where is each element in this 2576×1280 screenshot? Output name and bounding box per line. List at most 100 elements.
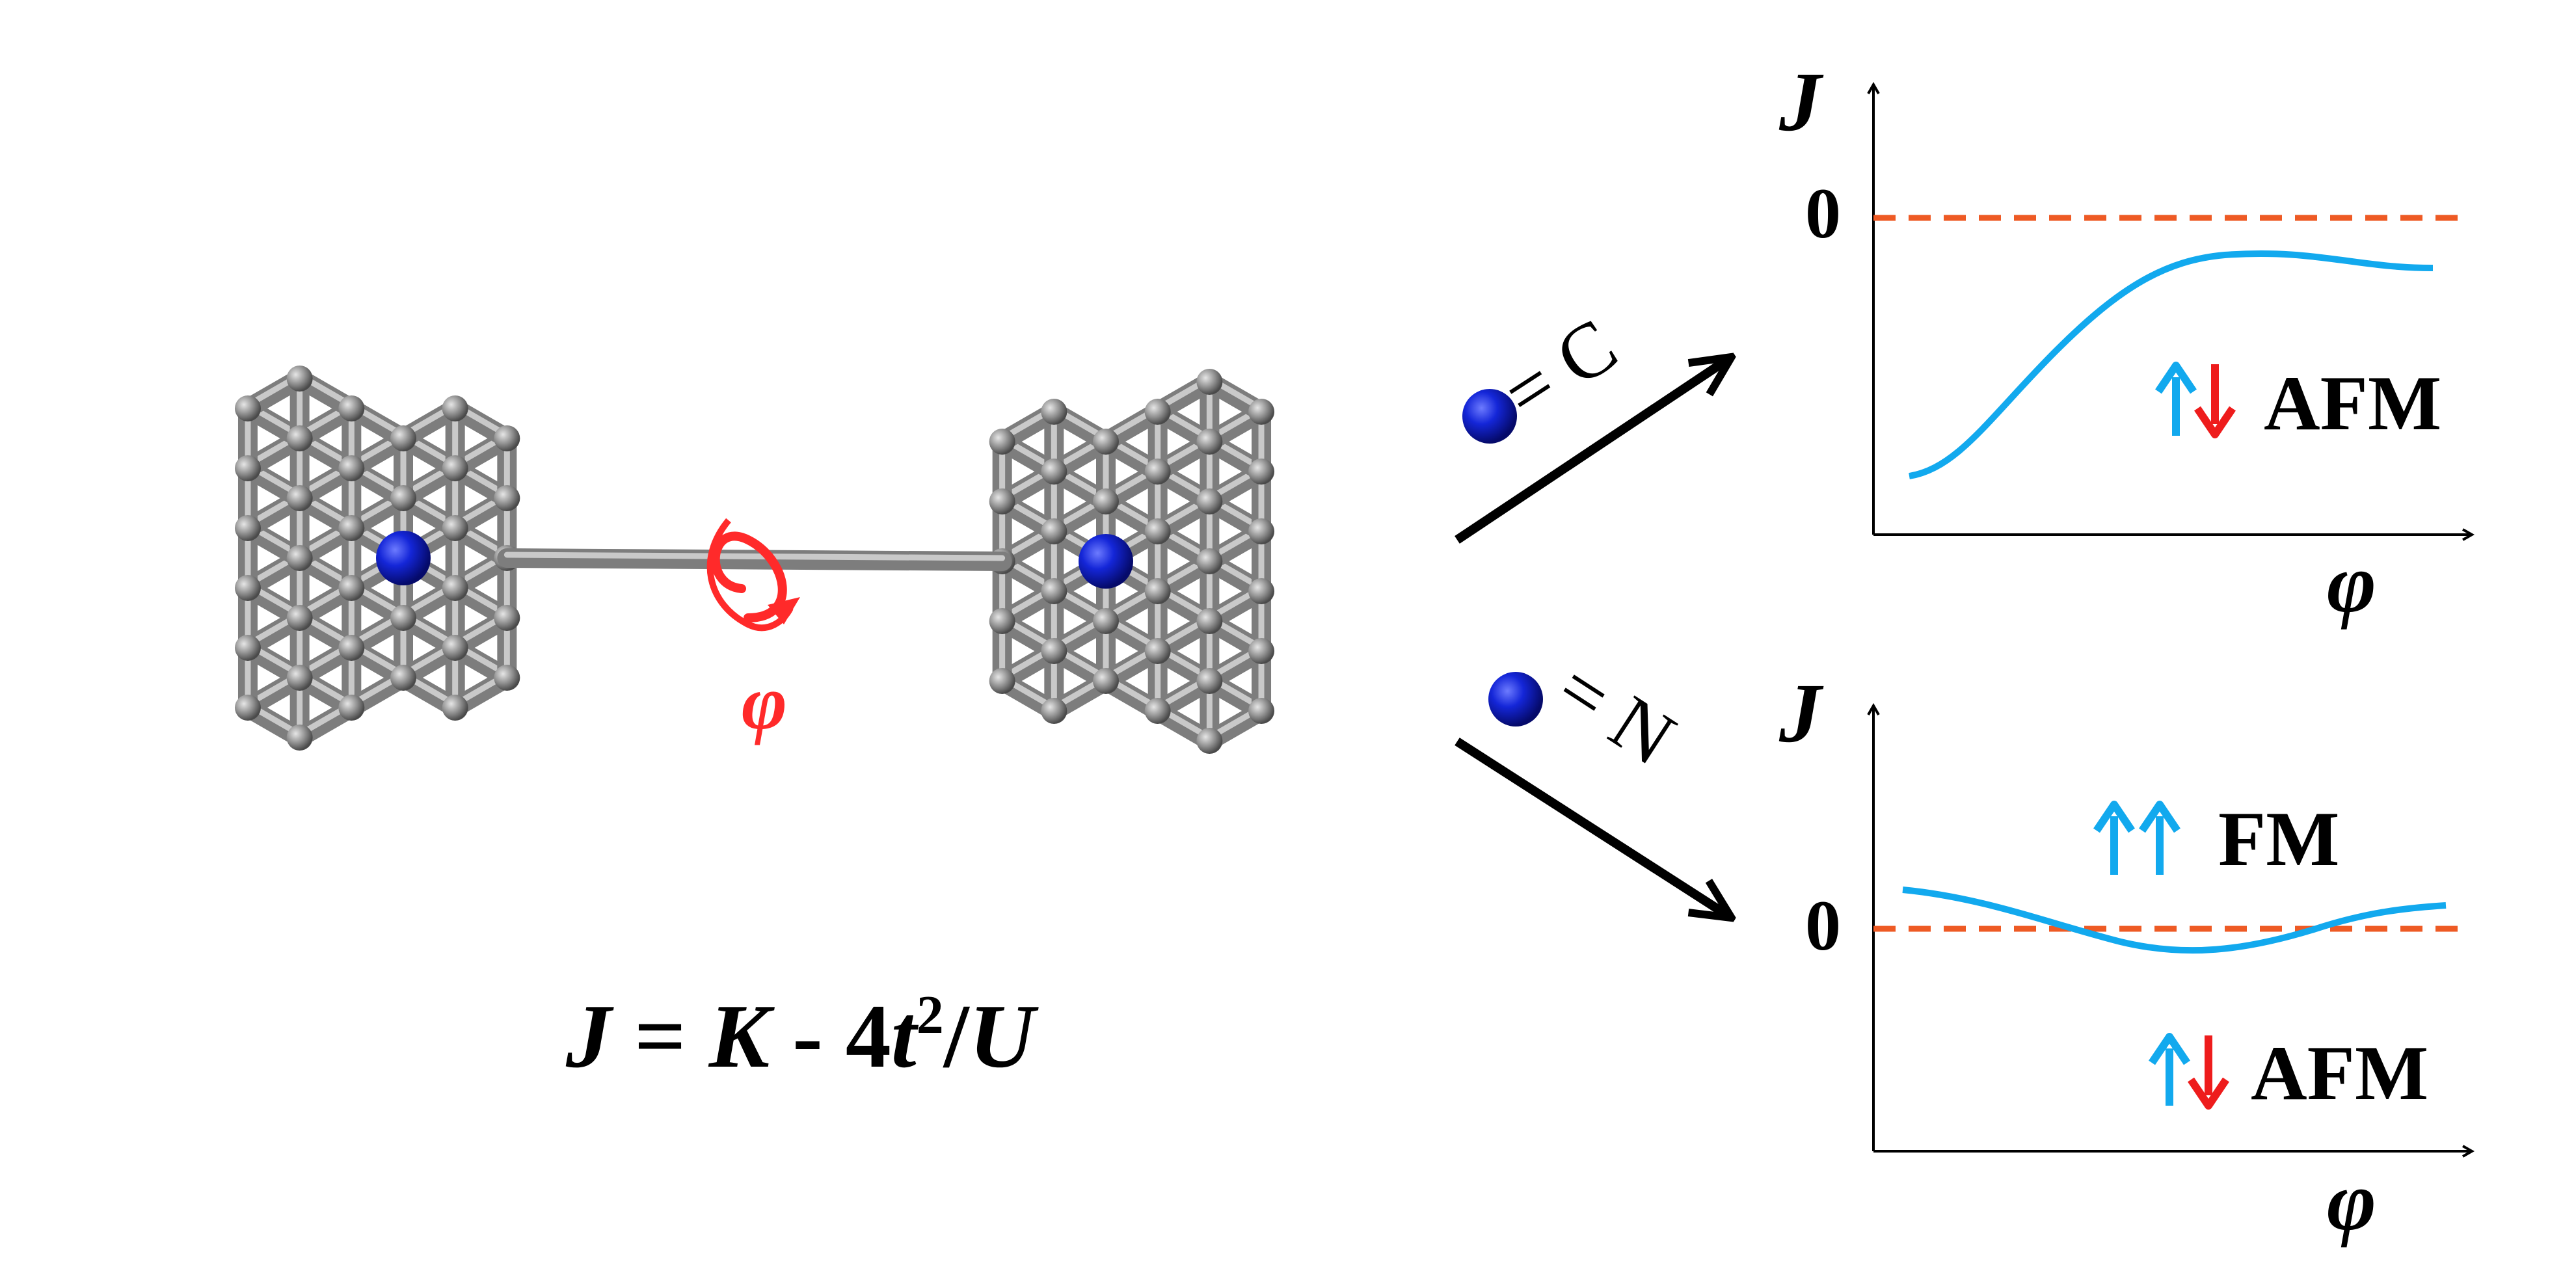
left-unit-carbon-atom	[494, 665, 520, 691]
legend-bottom-atom-icon	[1488, 672, 1543, 727]
right-unit-carbon-atom	[1248, 518, 1275, 544]
rotation-arrow-icon	[706, 518, 800, 632]
right-unit-carbon-atom	[1248, 399, 1275, 425]
left-unit-carbon-atom	[390, 665, 416, 691]
left-unit-carbon-atom	[234, 695, 261, 721]
legend-bottom-label: = N	[1542, 644, 1690, 782]
plot-bottom-fm-spin-up-icon-2	[2139, 801, 2180, 875]
formula-t: t	[891, 986, 919, 1087]
formula-sup: 2	[917, 985, 944, 1045]
left-unit-carbon-atom	[286, 605, 313, 631]
plot-bottom-afm-spin-down-icon	[2188, 1035, 2229, 1110]
right-unit-carbon-atom	[1144, 459, 1171, 485]
left-unit-carbon-atom	[442, 575, 468, 601]
plot-bottom-afm-spin-up-icon	[2149, 1033, 2190, 1106]
right-unit-carbon-atom	[1248, 578, 1275, 604]
right-unit-carbon-atom	[1041, 638, 1067, 664]
right-unit-carbon-atom	[1144, 698, 1171, 724]
left-unit-carbon-atom	[442, 515, 468, 541]
left-unit-carbon-atom	[442, 635, 468, 661]
plot-bottom-zero-label: 0	[1805, 886, 1841, 965]
right-unit-carbon-atom	[1041, 578, 1067, 604]
right-unit-carbon-atom	[1041, 518, 1067, 544]
right-unit-carbon-atom	[1196, 488, 1223, 514]
right-unit-carbon-atom	[1093, 668, 1119, 694]
right-unit-carbon-atom	[1196, 668, 1223, 694]
left-unit-carbon-atom	[338, 515, 365, 541]
legend-top-atom-icon	[1462, 389, 1517, 444]
plot-bottom-x-label: φ	[2327, 1154, 2376, 1248]
right-unit-heteroatom	[1079, 534, 1133, 589]
right-unit-carbon-atom	[1196, 728, 1223, 754]
right-unit-carbon-atom	[1196, 369, 1223, 395]
right-unit-carbon-atom	[1093, 608, 1119, 634]
left-unit-carbon-atom	[234, 395, 261, 421]
left-unit-carbon-atom	[442, 455, 468, 481]
left-unit-carbon-atom	[338, 635, 365, 661]
right-unit-carbon-atom	[989, 488, 1015, 514]
right-unit-carbon-atom	[1144, 399, 1171, 425]
plot-bottom-afm-label: AFM	[2251, 1030, 2428, 1116]
plot-top-x-label: φ	[2327, 537, 2376, 630]
rotation-angle-label: φ	[742, 659, 787, 745]
formula-slash: /	[943, 986, 971, 1087]
left-unit-carbon-atom	[442, 695, 468, 721]
left-unit-carbon-atom	[494, 605, 520, 631]
formula-minus: - 4	[770, 986, 891, 1087]
formula-U: U	[969, 986, 1040, 1087]
left-unit-carbon-atom	[234, 635, 261, 661]
right-unit-carbon-atom	[989, 608, 1015, 634]
plot-top-y-label: J	[1778, 55, 1824, 149]
left-unit-carbon-atom	[338, 575, 365, 601]
plot-bottom: J 0 φ FM AFM	[1778, 667, 2472, 1248]
left-unit-carbon-atom	[390, 605, 416, 631]
right-unit-carbon-atom	[1041, 399, 1067, 425]
plot-bottom-fm-spin-up-icon-1	[2093, 801, 2135, 875]
left-unit-carbon-atom	[234, 455, 261, 481]
right-unit-carbon-atom	[1144, 578, 1171, 604]
plot-top-spin-up-icon	[2155, 362, 2197, 436]
plot-top: J 0 φ AFM	[1778, 55, 2472, 630]
right-unit-carbon-atom	[1196, 548, 1223, 574]
right-unit-carbon-atom	[989, 429, 1015, 455]
right-unit-carbon-atom	[1093, 429, 1119, 455]
formula-eq: =	[611, 986, 709, 1087]
plot-top-zero-label: 0	[1805, 174, 1841, 253]
right-unit-carbon-atom	[1196, 429, 1223, 455]
pathway-arrow-carbon	[1455, 358, 1730, 544]
plot-bottom-y-label: J	[1778, 667, 1824, 760]
right-unit-carbon-atom	[1041, 698, 1067, 724]
right-unit-carbon-atom	[1248, 638, 1275, 664]
right-unit-carbon-atom	[1093, 488, 1119, 514]
right-unit-carbon-atom	[1144, 638, 1171, 664]
formula-J: J	[565, 986, 614, 1087]
bipyrene-molecule-model	[234, 366, 1275, 754]
right-unit-carbon-atom	[1248, 459, 1275, 485]
right-unit-carbon-atom	[1248, 698, 1275, 724]
left-unit-carbon-atom	[494, 485, 520, 511]
left-unit-carbon-atom	[286, 545, 313, 571]
right-unit-carbon-atom	[1196, 608, 1223, 634]
left-unit-carbon-atom	[390, 485, 416, 511]
left-unit-carbon-atom	[234, 575, 261, 601]
right-unit-carbon-atom	[1144, 518, 1171, 544]
right-unit-carbon-atom	[1041, 459, 1067, 485]
inter-unit-bond	[497, 548, 1012, 571]
left-unit-carbon-atom	[234, 515, 261, 541]
plot-bottom-curve	[1902, 887, 2447, 954]
left-unit-carbon-atom	[390, 425, 416, 451]
left-unit-carbon-atom	[338, 395, 365, 421]
left-unit-carbon-atom	[286, 425, 313, 451]
pathway-arrow-nitrogen	[1455, 738, 1730, 917]
plot-bottom-fm-label: FM	[2218, 795, 2340, 882]
left-unit-carbon-atom	[338, 695, 365, 721]
plot-top-curve	[1909, 250, 2434, 479]
formula-K: K	[708, 986, 775, 1087]
left-unit-carbon-atom	[286, 665, 313, 691]
plot-top-state-label: AFM	[2264, 360, 2441, 446]
inter-unit-bond-highlight	[503, 552, 1006, 561]
formula: J = K - 4t2/U	[565, 985, 1040, 1087]
left-unit-carbon-atom	[338, 455, 365, 481]
left-unit-carbon-atom	[494, 425, 520, 451]
